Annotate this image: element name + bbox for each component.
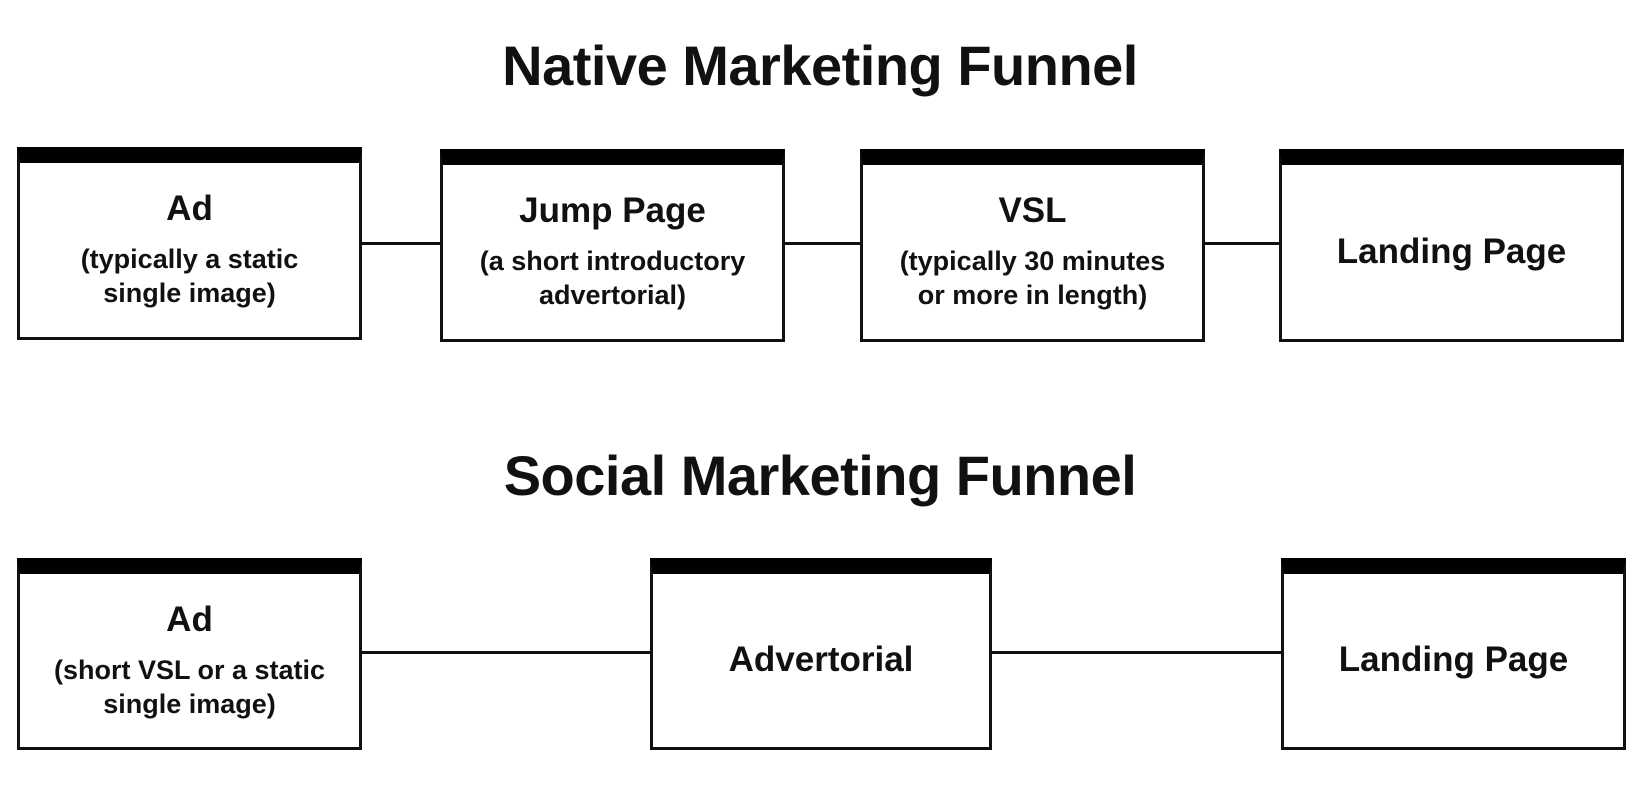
connector-jump-page-to-vsl [785, 242, 860, 245]
native-step-vsl: VSL (typically 30 minutes or more in len… [860, 149, 1205, 342]
step-subtitle: (a short introductory advertorial) [479, 246, 746, 311]
step-title: Landing Page [1336, 231, 1567, 271]
step-title: Landing Page [1338, 640, 1569, 680]
step-title: Ad [166, 599, 213, 639]
native-funnel-title: Native Marketing Funnel [502, 34, 1138, 97]
connector-advertorial-to-landing-page [992, 651, 1281, 654]
step-title: Jump Page [519, 191, 706, 231]
connector-ad-to-advertorial [362, 651, 650, 654]
step-subtitle: (typically a static single image) [80, 244, 299, 309]
native-step-ad: Ad (typically a static single image) [17, 147, 362, 340]
connector-ad-to-jump-page [362, 242, 440, 245]
social-step-advertorial: Advertorial [650, 558, 992, 750]
step-title: Ad [166, 189, 213, 229]
connector-vsl-to-landing-page [1205, 242, 1279, 245]
social-step-landing-page: Landing Page [1281, 558, 1626, 750]
step-title: Advertorial [728, 640, 914, 680]
native-step-landing-page: Landing Page [1279, 149, 1624, 342]
social-funnel-title: Social Marketing Funnel [503, 444, 1137, 507]
step-subtitle: (short VSL or a static single image) [53, 654, 326, 719]
social-step-ad: Ad (short VSL or a static single image) [17, 558, 362, 750]
step-title: VSL [998, 191, 1067, 231]
native-step-jump-page: Jump Page (a short introductory advertor… [440, 149, 785, 342]
step-subtitle: (typically 30 minutes or more in length) [899, 246, 1166, 311]
